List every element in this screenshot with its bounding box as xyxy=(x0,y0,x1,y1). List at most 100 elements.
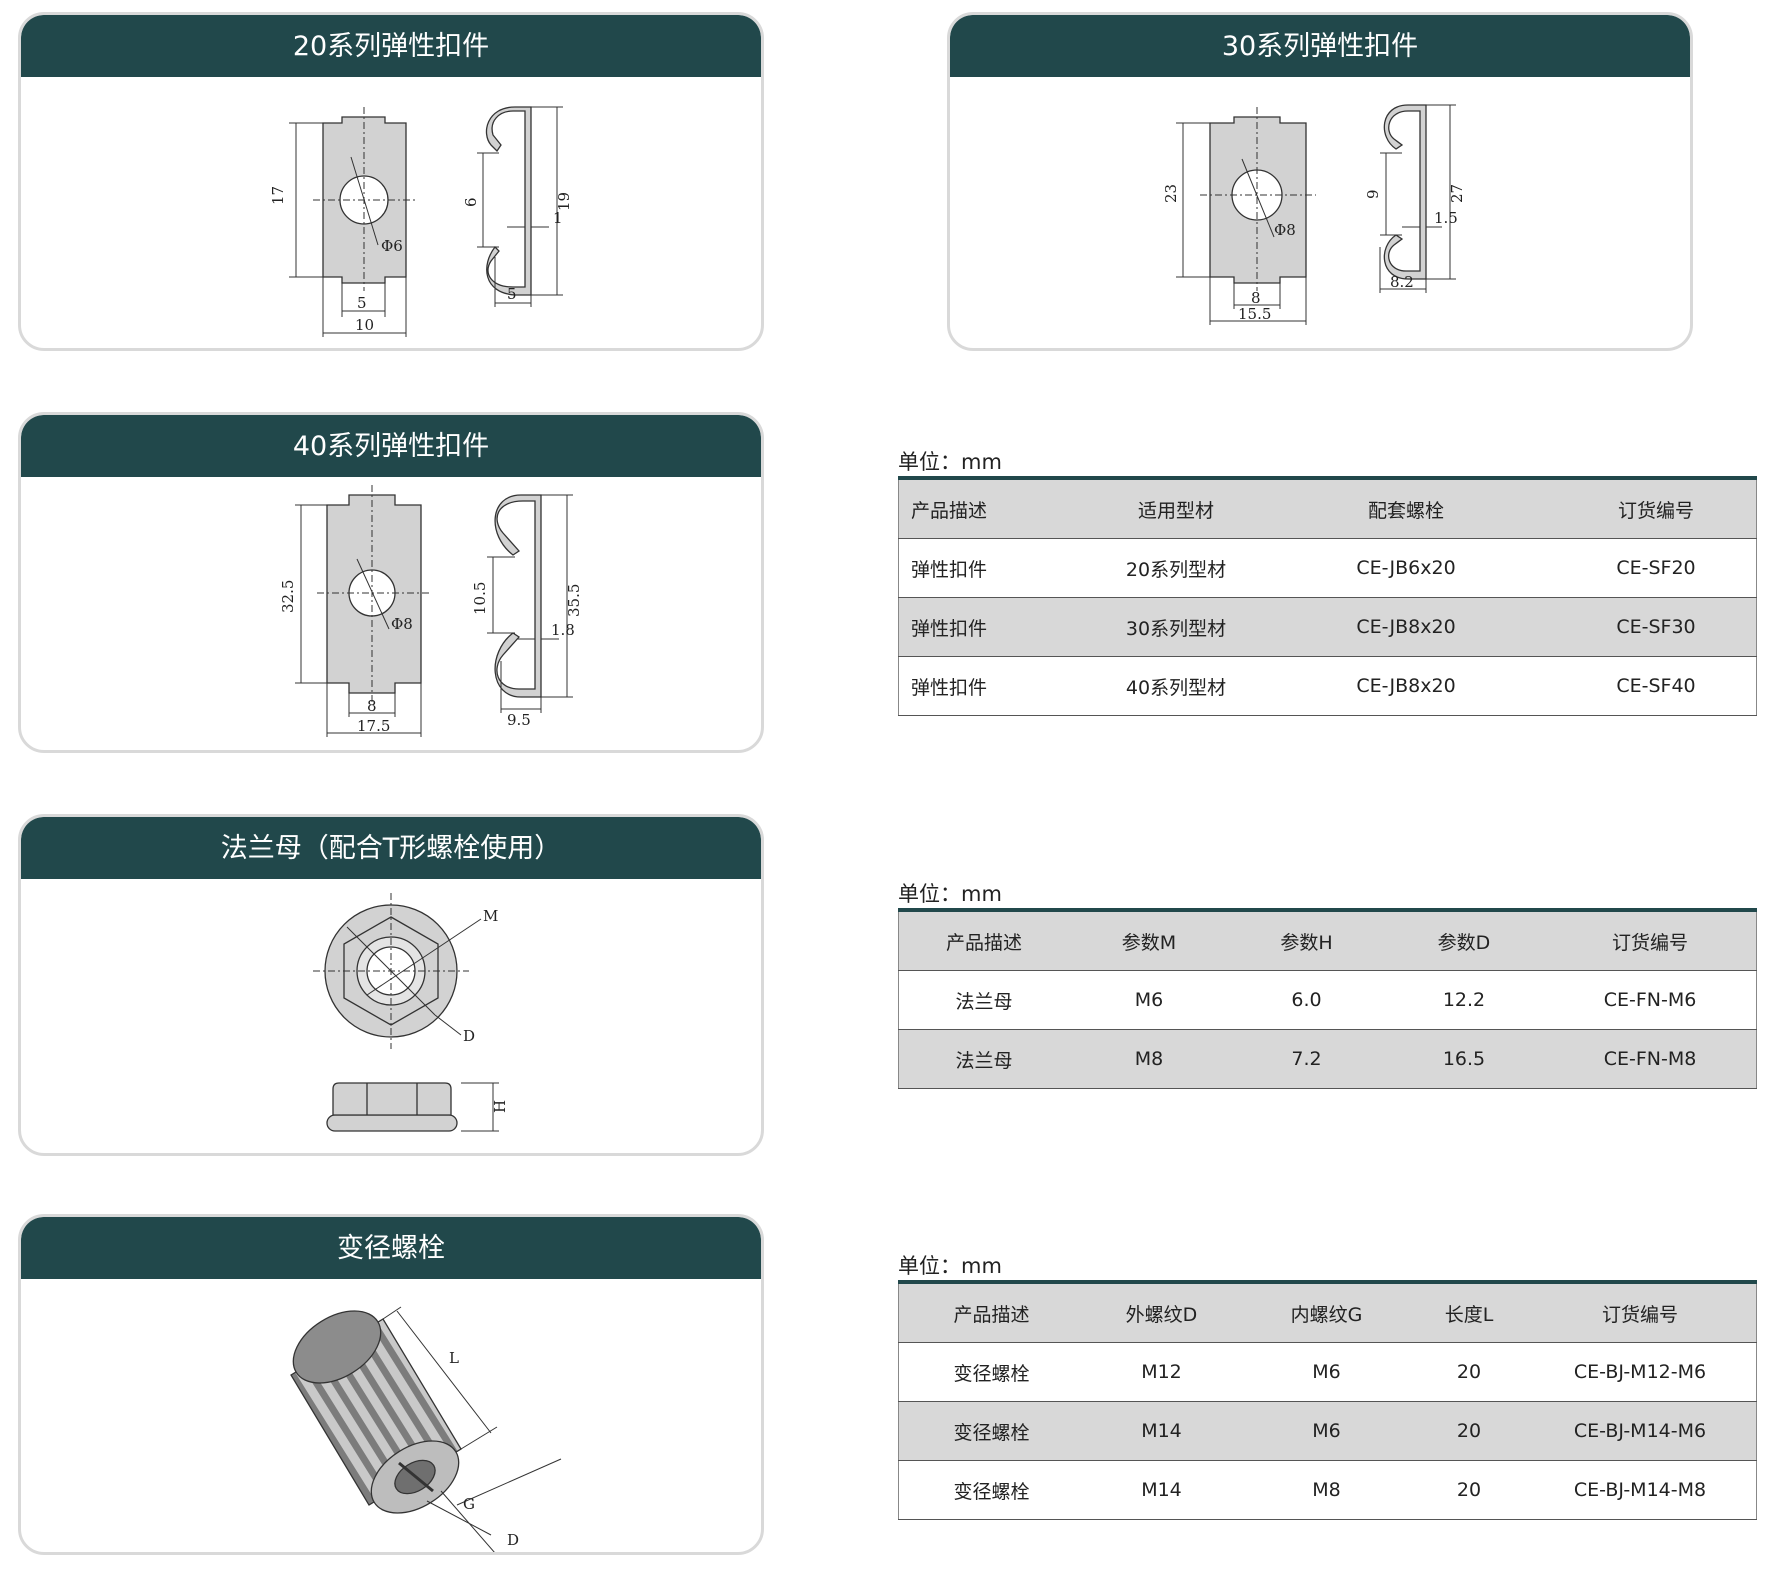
table-row: 变径螺栓 M14 M8 20 CE-BJ-M14-M8 xyxy=(898,1460,1757,1520)
col-header-h: 参数H xyxy=(1229,910,1384,971)
dim-inner-width: 8 xyxy=(1251,289,1261,307)
table-row: 弹性扣件 30系列型材 CE-JB8x20 CE-SF30 xyxy=(898,597,1757,657)
cell-profile: 40系列型材 xyxy=(1096,656,1256,716)
clip-spec-table: 产品描述 适用型材 配套螺栓 订货编号 弹性扣件 20系列型材 CE-JB6x2… xyxy=(898,476,1757,716)
flange-nut-drawing: M D H xyxy=(313,893,509,1132)
col-header-outer-thread: 外螺纹D xyxy=(1084,1282,1239,1343)
cell-inner-thread: M8 xyxy=(1239,1460,1414,1520)
cell-desc: 变径螺栓 xyxy=(898,1342,1084,1402)
cell-desc: 变径螺栓 xyxy=(898,1401,1084,1461)
table-header-row: 产品描述 参数M 参数H 参数D 订货编号 xyxy=(898,910,1757,971)
cell-length: 20 xyxy=(1414,1401,1524,1461)
dim-l: L xyxy=(449,1349,459,1367)
dim-g: G xyxy=(463,1495,475,1513)
card-title: 法兰母（配合T形螺栓使用） xyxy=(21,817,761,879)
col-header-order: 订货编号 xyxy=(1524,1282,1757,1343)
card-30-series-clip: 30系列弹性扣件 23 Φ8 8 15.5 xyxy=(947,12,1693,351)
cell-desc: 弹性扣件 xyxy=(898,538,1096,598)
table-row: 弹性扣件 40系列型材 CE-JB8x20 CE-SF40 xyxy=(898,656,1757,716)
cell-outer-thread: M14 xyxy=(1084,1401,1239,1461)
col-header-desc: 产品描述 xyxy=(898,478,1096,539)
cell-d: 16.5 xyxy=(1384,1029,1544,1089)
cell-order: CE-SF40 xyxy=(1556,656,1757,716)
cell-outer-thread: M12 xyxy=(1084,1342,1239,1402)
card-title: 40系列弹性扣件 xyxy=(21,415,761,477)
cell-order: CE-SF20 xyxy=(1556,538,1757,598)
dim-diameter: Φ8 xyxy=(391,615,413,633)
table-row: 变径螺栓 M12 M6 20 CE-BJ-M12-M6 xyxy=(898,1342,1757,1402)
clip-30-drawing: 23 Φ8 8 15.5 9 27 1.5 8.2 xyxy=(1162,104,1466,325)
cell-bolt: CE-JB6x20 xyxy=(1256,538,1556,598)
cell-inner-thread: M6 xyxy=(1239,1401,1414,1461)
cell-order: CE-FN-M6 xyxy=(1544,970,1757,1030)
dim-gap: 6 xyxy=(462,197,480,207)
card-reducer-bolt: 变径螺栓 L G D xyxy=(18,1214,764,1555)
dim-depth: 5 xyxy=(507,285,517,303)
cell-desc: 法兰母 xyxy=(898,1029,1069,1089)
cell-inner-thread: M6 xyxy=(1239,1342,1414,1402)
dim-clip-height: 35.5 xyxy=(565,584,583,617)
cell-desc: 变径螺栓 xyxy=(898,1460,1084,1520)
cell-order: CE-BJ-M14-M6 xyxy=(1524,1401,1757,1461)
dim-gap: 9 xyxy=(1364,189,1382,199)
dim-gap: 10.5 xyxy=(471,582,489,615)
col-header-bolt: 配套螺栓 xyxy=(1256,478,1556,539)
reducer-spec-table: 产品描述 外螺纹D 内螺纹G 长度L 订货编号 变径螺栓 M12 M6 20 C… xyxy=(898,1280,1757,1520)
clip-20-drawing: 17 Φ6 5 10 6 19 1 5 xyxy=(269,106,573,337)
col-header-inner-thread: 内螺纹G xyxy=(1239,1282,1414,1343)
cell-bolt: CE-JB8x20 xyxy=(1256,656,1556,716)
cell-d: 12.2 xyxy=(1384,970,1544,1030)
dim-clip-height: 27 xyxy=(1448,184,1466,203)
cell-profile: 30系列型材 xyxy=(1096,597,1256,657)
unit-label-clip: 单位：mm xyxy=(898,450,1002,474)
cell-desc: 弹性扣件 xyxy=(898,597,1096,657)
dim-clip-height: 19 xyxy=(555,192,573,211)
cell-order: CE-BJ-M12-M6 xyxy=(1524,1342,1757,1402)
card-title: 30系列弹性扣件 xyxy=(950,15,1690,77)
card-title: 变径螺栓 xyxy=(21,1217,761,1279)
dim-d: D xyxy=(507,1531,519,1549)
dim-height: 17 xyxy=(269,186,287,205)
dim-height: 32.5 xyxy=(279,580,297,613)
cell-order: CE-BJ-M14-M8 xyxy=(1524,1460,1757,1520)
dim-width: 15.5 xyxy=(1238,305,1271,323)
col-header-m: 参数M xyxy=(1069,910,1229,971)
dim-diameter: Φ6 xyxy=(381,237,403,255)
table-row: 变径螺栓 M14 M6 20 CE-BJ-M14-M6 xyxy=(898,1401,1757,1461)
dim-inner-width: 8 xyxy=(367,697,377,715)
cell-outer-thread: M14 xyxy=(1084,1460,1239,1520)
cell-desc: 弹性扣件 xyxy=(898,656,1096,716)
cell-length: 20 xyxy=(1414,1460,1524,1520)
cell-order: CE-SF30 xyxy=(1556,597,1757,657)
card-flange-nut: 法兰母（配合T形螺栓使用） M D H xyxy=(18,814,764,1156)
cell-profile: 20系列型材 xyxy=(1096,538,1256,598)
dim-depth: 9.5 xyxy=(507,711,531,729)
unit-label-flange: 单位：mm xyxy=(898,882,1002,906)
dim-thickness: 1 xyxy=(553,209,563,227)
unit-label-reducer: 单位：mm xyxy=(898,1254,1002,1278)
dim-h: H xyxy=(491,1100,509,1113)
col-header-d: 参数D xyxy=(1384,910,1544,971)
dim-m: M xyxy=(483,907,498,925)
dim-width: 17.5 xyxy=(357,717,390,735)
col-header-desc: 产品描述 xyxy=(898,1282,1084,1343)
table-row: 法兰母 M8 7.2 16.5 CE-FN-M8 xyxy=(898,1029,1757,1089)
cell-desc: 法兰母 xyxy=(898,970,1069,1030)
dim-thickness: 1.5 xyxy=(1434,209,1458,227)
table-row: 法兰母 M6 6.0 12.2 CE-FN-M6 xyxy=(898,970,1757,1030)
dim-height: 23 xyxy=(1162,184,1180,203)
col-header-profile: 适用型材 xyxy=(1096,478,1256,539)
cell-bolt: CE-JB8x20 xyxy=(1256,597,1556,657)
cell-m: M8 xyxy=(1069,1029,1229,1089)
col-header-order: 订货编号 xyxy=(1556,478,1757,539)
col-header-desc: 产品描述 xyxy=(898,910,1069,971)
reducer-bolt-drawing: L G D xyxy=(290,1306,562,1552)
card-title: 20系列弹性扣件 xyxy=(21,15,761,77)
dim-inner-width: 5 xyxy=(357,294,367,312)
dim-depth: 8.2 xyxy=(1390,273,1414,291)
col-header-order: 订货编号 xyxy=(1544,910,1757,971)
cell-m: M6 xyxy=(1069,970,1229,1030)
col-header-length: 长度L xyxy=(1414,1282,1524,1343)
dim-thickness: 1.8 xyxy=(551,621,575,639)
flange-spec-table: 产品描述 参数M 参数H 参数D 订货编号 法兰母 M6 6.0 12.2 CE… xyxy=(898,908,1757,1089)
